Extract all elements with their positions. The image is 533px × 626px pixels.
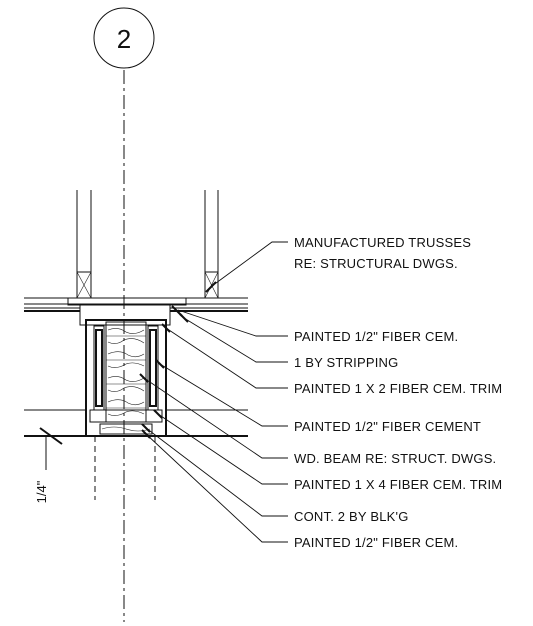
callout-labels: MANUFACTURED TRUSSES RE: STRUCTURAL DWGS…: [294, 235, 502, 550]
callout-fiber-cem-bottom: PAINTED 1/2" FIBER CEM.: [294, 535, 458, 550]
wall-below: [24, 409, 248, 500]
truss-members: [76, 190, 219, 299]
callout-fiber-cement: PAINTED 1/2" FIBER CEMENT: [294, 419, 481, 434]
callout-blocking: CONT. 2 BY BLK'G: [294, 509, 409, 524]
callout-wd-beam: WD. BEAM RE: STRUCT. DWGS.: [294, 451, 496, 466]
grid-bubble: 2: [93, 7, 155, 69]
callout-stripping: 1 BY STRIPPING: [294, 355, 398, 370]
top-trim: [67, 297, 187, 326]
callout-trim-1x4: PAINTED 1 X 4 FIBER CEM. TRIM: [294, 477, 502, 492]
callout-trim-1x2: PAINTED 1 X 2 FIBER CEM. TRIM: [294, 381, 502, 396]
grid-bubble-label: 2: [117, 24, 131, 54]
callout-trusses-line1: MANUFACTURED TRUSSES: [294, 235, 471, 250]
dimension-quarter-inch: 1/4": [34, 427, 63, 503]
leader-lines: [139, 241, 288, 543]
callout-trusses-line2: RE: STRUCTURAL DWGS.: [294, 256, 458, 271]
callout-fiber-cem-top: PAINTED 1/2" FIBER CEM.: [294, 329, 458, 344]
beam-assembly: [85, 319, 167, 437]
dimension-text: 1/4": [34, 480, 49, 503]
